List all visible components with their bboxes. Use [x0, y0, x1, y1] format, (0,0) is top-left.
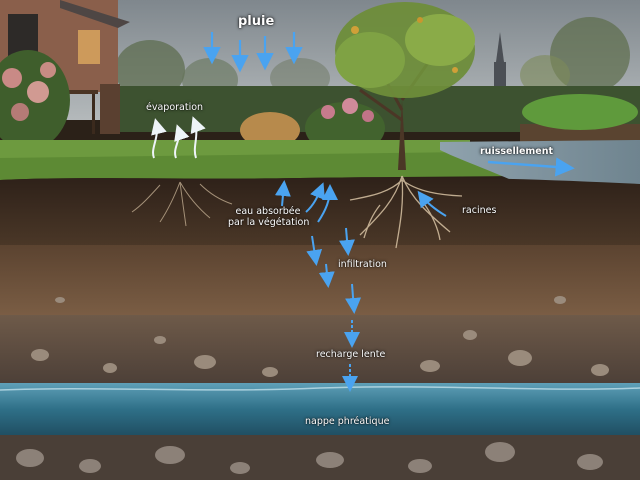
bottom-stones	[16, 442, 603, 474]
church-spire	[494, 32, 506, 88]
grass-roots	[131, 181, 233, 227]
runoff-label: ruissellement	[480, 146, 554, 157]
recharge-label: recharge lente	[316, 349, 386, 360]
absorbed-label-line2: par la végétation	[228, 217, 310, 228]
hydrangea-bush	[0, 50, 70, 150]
lawn-top	[0, 140, 470, 158]
roots-label: racines	[462, 205, 497, 216]
pebbles	[31, 296, 609, 377]
groundwater-layer	[0, 383, 640, 435]
water-table-label: nappe phréatique	[305, 416, 390, 427]
infiltration-label: infiltration	[338, 259, 387, 270]
topsoil-layer	[0, 177, 640, 245]
absorbed-label: eau absorbée par la végétation	[228, 206, 310, 228]
tree	[335, 2, 475, 170]
rain-label: pluie	[238, 14, 275, 29]
subsoil-layer	[0, 245, 640, 315]
background-trees	[115, 17, 630, 102]
absorbed-label-line1: eau absorbée	[235, 206, 301, 217]
evaporation-label: évaporation	[146, 102, 204, 113]
